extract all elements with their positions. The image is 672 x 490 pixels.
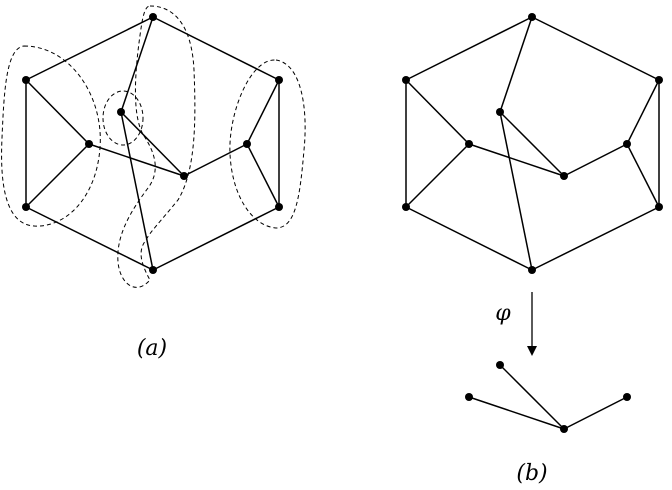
vertex <box>149 13 157 21</box>
vertex <box>275 203 283 211</box>
graph-b-vertices <box>402 13 663 274</box>
quotient-tree-edges <box>468 364 628 430</box>
edge <box>468 396 565 430</box>
arrow-head <box>527 346 537 356</box>
graph-a-edges <box>25 16 280 271</box>
edge <box>563 143 628 177</box>
edge <box>152 206 280 271</box>
vertex <box>22 203 30 211</box>
edge <box>531 16 660 81</box>
vertex <box>465 140 473 148</box>
edge <box>626 79 660 145</box>
group-center-top <box>117 5 196 288</box>
edge <box>25 143 90 208</box>
edge <box>405 16 533 81</box>
vertex <box>560 425 568 433</box>
edge <box>88 143 185 177</box>
vertex <box>149 266 157 274</box>
map-label-phi: φ <box>495 301 511 326</box>
graph-a-vertices <box>22 13 283 274</box>
edge <box>25 16 154 81</box>
vertex <box>528 266 536 274</box>
edge <box>405 143 470 208</box>
group-small <box>102 90 144 146</box>
vertex <box>22 76 30 84</box>
edge <box>120 111 185 177</box>
quotient-tree-vertices <box>465 361 631 433</box>
vertex <box>117 108 125 116</box>
vertex <box>528 13 536 21</box>
vertex <box>623 393 631 401</box>
group-left <box>1 45 101 227</box>
vertex <box>180 172 188 180</box>
edge <box>626 143 660 208</box>
map-arrow <box>527 292 537 356</box>
edge <box>405 79 470 145</box>
panel-a: (a) <box>1 5 306 361</box>
edge <box>499 16 533 113</box>
edge <box>468 143 565 177</box>
vertex <box>275 76 283 84</box>
vertex <box>402 76 410 84</box>
edge <box>152 16 280 81</box>
panel-b: φ (b) <box>402 13 663 486</box>
edge <box>499 364 565 430</box>
edge <box>531 206 660 271</box>
vertex <box>655 203 663 211</box>
edge <box>499 111 565 177</box>
vertex-groups <box>1 5 306 288</box>
caption-a: (a) <box>137 336 167 361</box>
group-right <box>229 59 306 229</box>
edge <box>120 16 154 113</box>
edge <box>405 206 533 271</box>
vertex <box>465 393 473 401</box>
vertex <box>623 140 631 148</box>
vertex <box>560 172 568 180</box>
vertex <box>85 140 93 148</box>
vertex <box>655 76 663 84</box>
vertex <box>243 140 251 148</box>
vertex <box>402 203 410 211</box>
edge <box>246 79 280 145</box>
vertex <box>496 361 504 369</box>
edge <box>25 79 90 145</box>
edge <box>25 206 154 271</box>
edge <box>563 396 628 430</box>
edge <box>120 111 154 271</box>
edge <box>246 143 280 208</box>
edge <box>183 143 248 177</box>
edge <box>499 111 533 271</box>
graph-b-edges <box>405 16 660 271</box>
vertex <box>496 108 504 116</box>
caption-b: (b) <box>516 461 547 486</box>
